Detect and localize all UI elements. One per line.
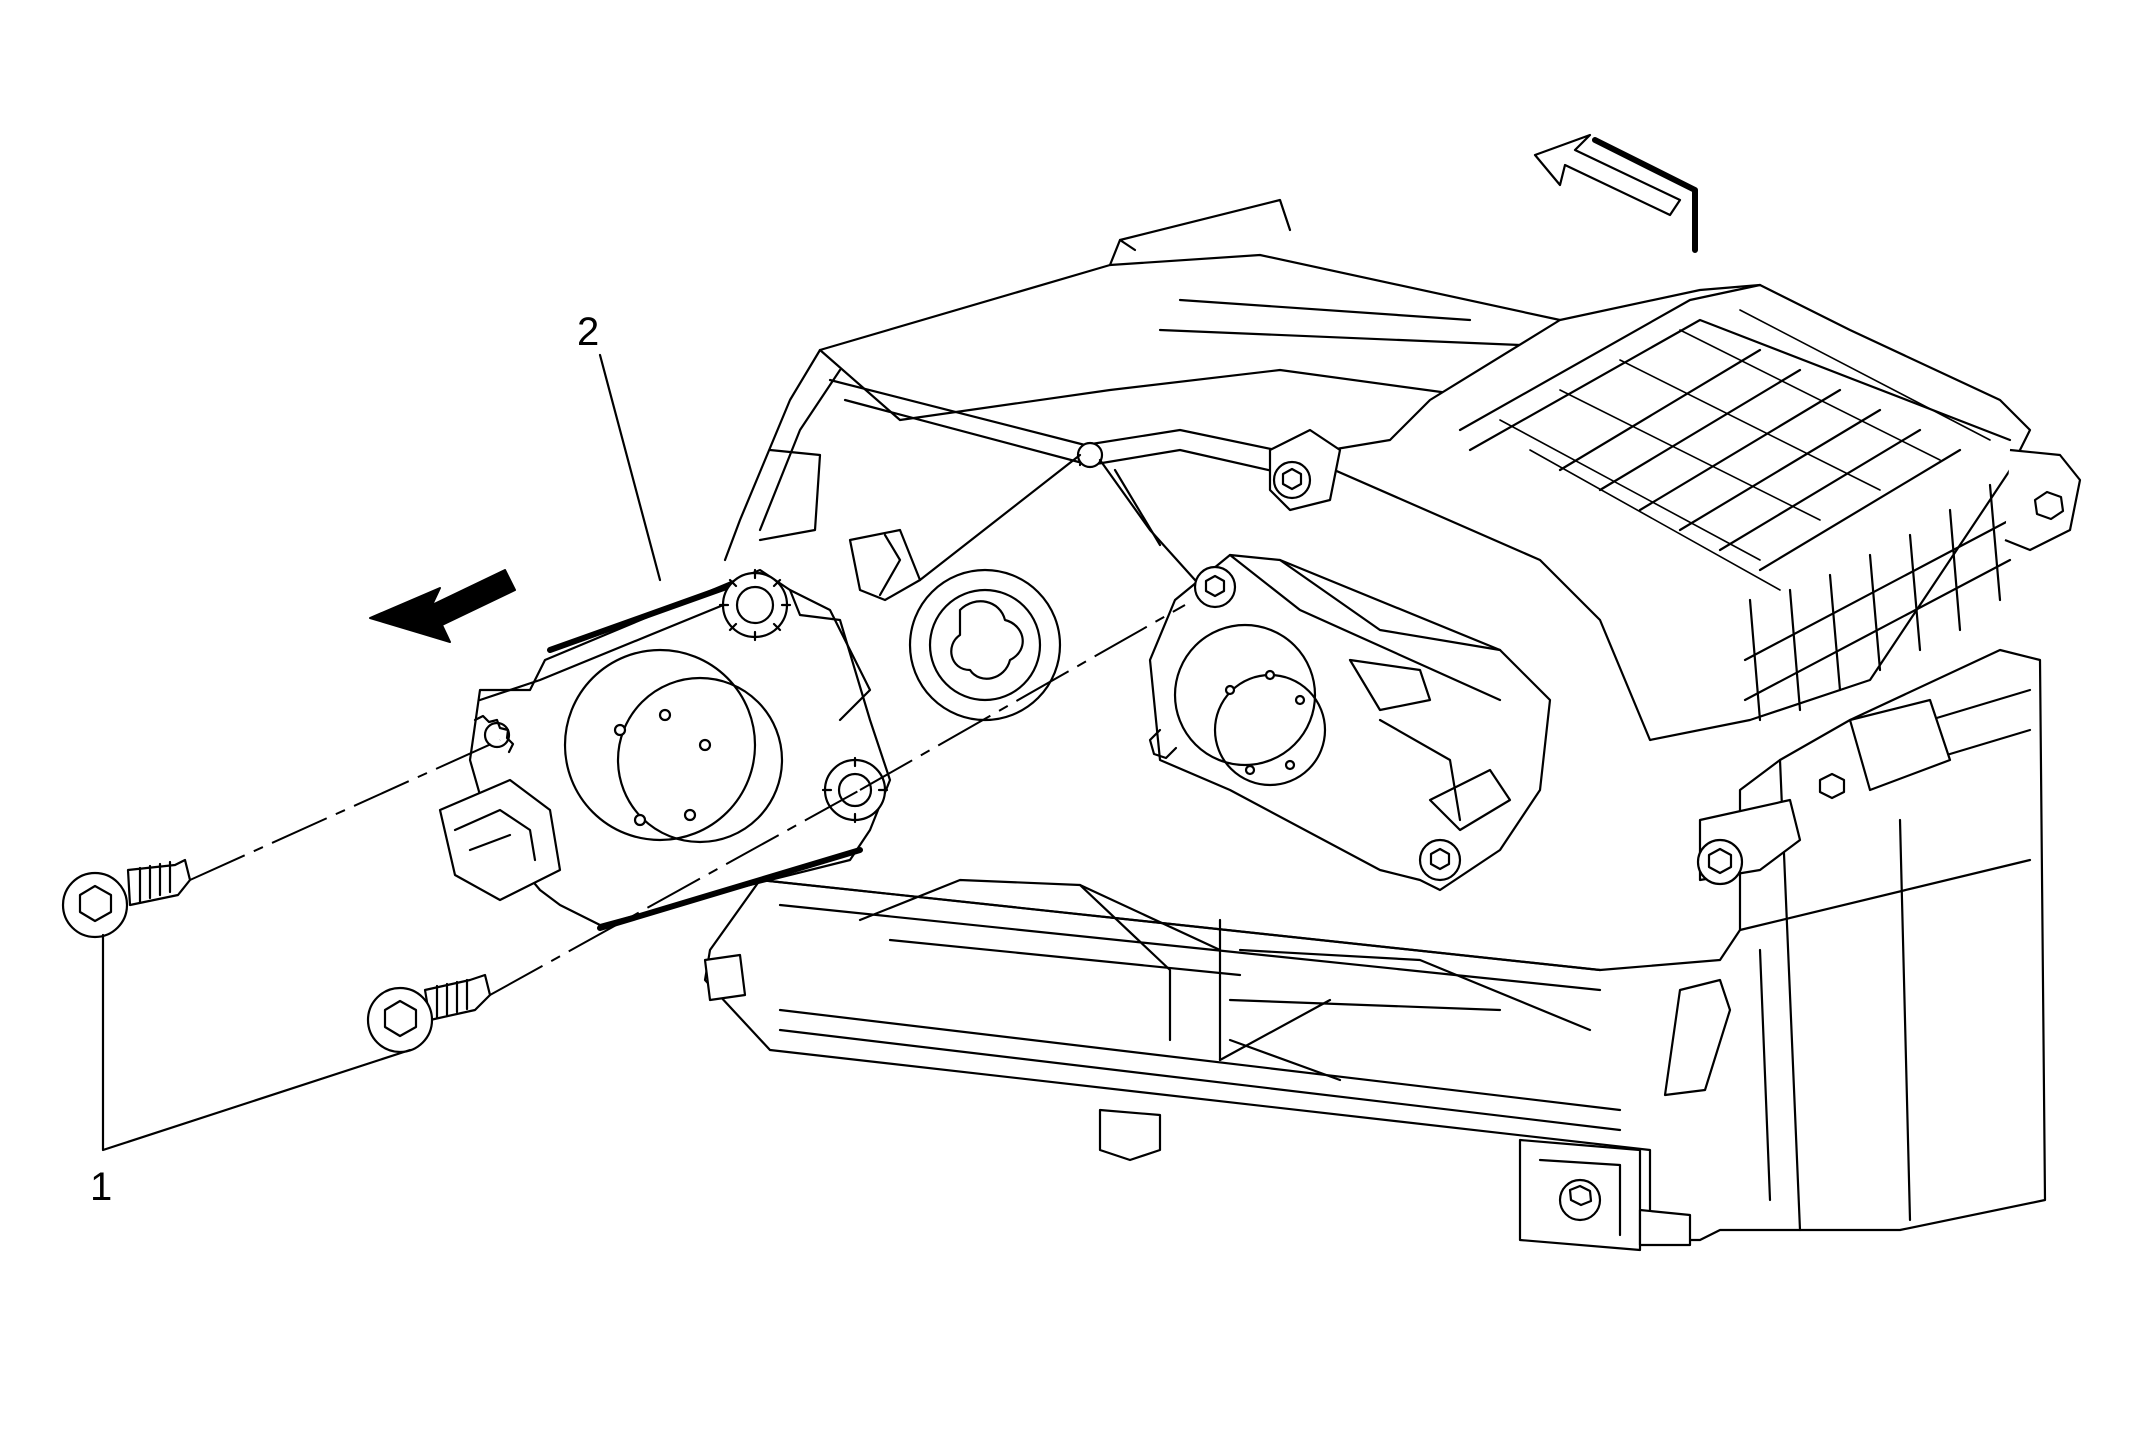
- alignment-line-lower-extension: [859, 604, 1186, 791]
- upper-mount-bolt: [1268, 428, 1342, 512]
- callout-label-2: 2: [577, 310, 599, 354]
- actuator-gear-bottom: [821, 756, 889, 824]
- removed-actuator: [438, 568, 892, 931]
- spindle-boss: [908, 568, 1062, 722]
- hvac-module-housing: [703, 198, 2082, 1252]
- outline-arrow-icon: [1533, 133, 1698, 253]
- hvac-grille: [1458, 283, 2012, 722]
- installed-actuator: [1148, 553, 1552, 892]
- solid-arrow-icon: [369, 569, 516, 643]
- callout-label-1: 1: [90, 1165, 112, 1209]
- alignment-line-lower: [489, 789, 861, 996]
- fastener-screw-upper: [61, 858, 192, 939]
- callout-1: 1: [90, 933, 412, 1209]
- link-rod: [918, 453, 1082, 582]
- actuator-gear-left: [473, 714, 515, 754]
- callout-2: 2: [577, 310, 662, 582]
- actuator-gear-top: [718, 568, 792, 642]
- fastener-screw-lower: [366, 973, 492, 1054]
- rod-end-fitting: [848, 528, 922, 602]
- alignment-line-upper: [189, 739, 501, 881]
